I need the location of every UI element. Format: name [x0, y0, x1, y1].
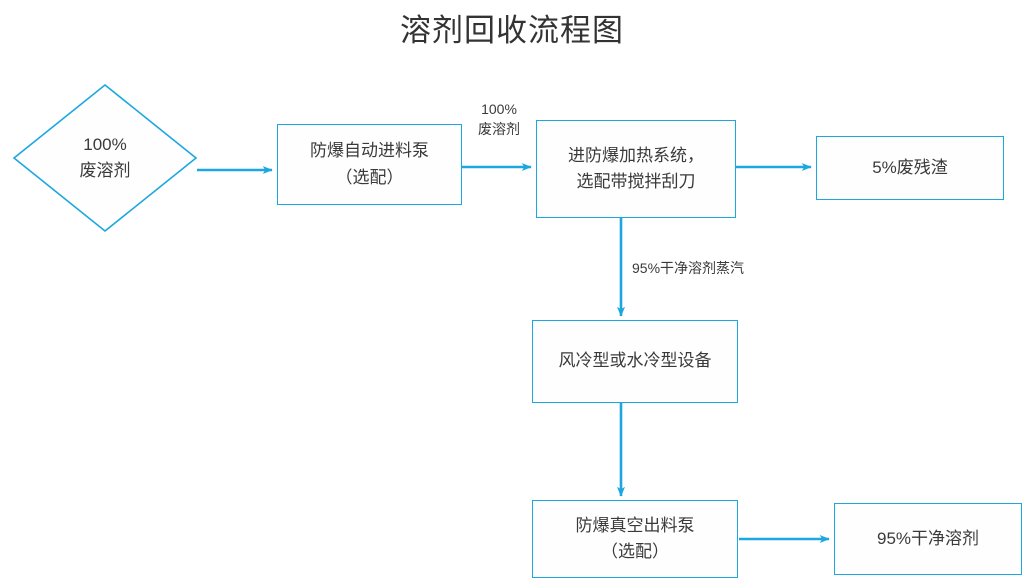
node-clean-solvent-line1: 95%干净溶剂 [876, 528, 980, 548]
node-vacuum-pump-line1: 防爆真空出料泵 [575, 515, 695, 535]
edge-label-pump-to-heating: 100% 废溶剂 [466, 99, 532, 140]
node-vacuum-pump-line2: （选配） [601, 542, 669, 561]
node-waste-solvent-line2: 废溶剂 [79, 161, 131, 180]
node-waste-residue[interactable]: 5%废残渣 [816, 136, 1004, 200]
node-vacuum-pump[interactable]: 防爆真空出料泵 （选配） [532, 500, 738, 578]
page-title: 溶剂回收流程图 [400, 13, 624, 48]
node-heating-system-line1: 进防爆加热系统， [568, 145, 704, 165]
node-cooling-equipment-line1: 风冷型或水冷型设备 [558, 351, 712, 371]
node-shape-waste-solvent [12, 83, 198, 233]
edge-label-heating-to-cooling-line1: 95%干净溶剂蒸汽 [632, 260, 745, 276]
edge-label-heating-to-cooling: 95%干净溶剂蒸汽 [632, 258, 744, 278]
node-waste-solvent-line1: 100% [83, 134, 127, 154]
node-heating-system[interactable]: 进防爆加热系统， 选配带搅拌刮刀 [536, 120, 736, 218]
node-feed-pump-line2: （选配） [335, 167, 404, 187]
edge-label-pump-to-heating-line2: 废溶剂 [478, 121, 520, 138]
edge-label-pump-to-heating-line1: 100% [481, 101, 517, 117]
node-heating-system-line2: 选配带搅拌刮刀 [576, 172, 696, 191]
node-clean-solvent[interactable]: 95%干净溶剂 [834, 503, 1022, 575]
node-waste-residue-line1: 5%废残渣 [872, 157, 948, 177]
node-waste-solvent[interactable]: 100% 废溶剂 [14, 118, 196, 198]
node-feed-pump-line1: 防爆自动进料泵 [310, 141, 429, 161]
node-cooling-equipment[interactable]: 风冷型或水冷型设备 [532, 320, 738, 403]
node-feed-pump[interactable]: 防爆自动进料泵 （选配） [277, 124, 462, 205]
